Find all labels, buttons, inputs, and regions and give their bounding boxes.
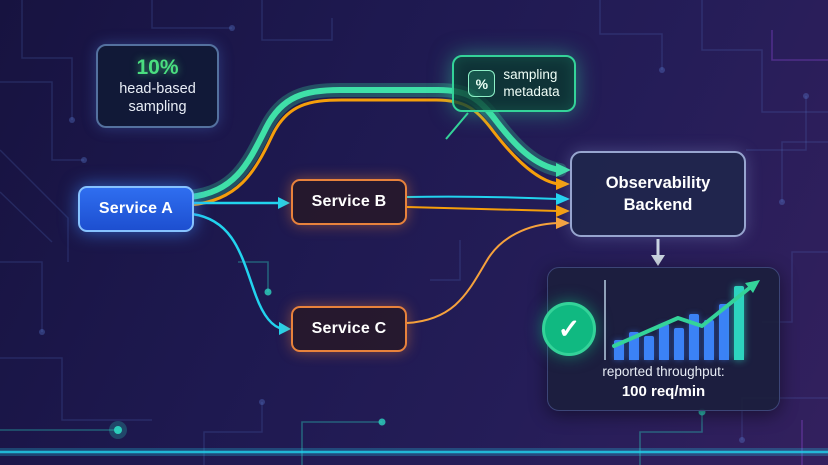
sampling-note-line1: head-based: [119, 80, 196, 97]
service-a-label: Service A: [98, 200, 174, 217]
arrowhead-orange-3: [556, 217, 570, 229]
throughput-chart: [604, 280, 766, 360]
link-b-backend-1: [406, 195, 559, 200]
throughput-value: 100 req/min: [621, 383, 706, 400]
head-based-sampling-note: 10% head-based sampling: [96, 44, 219, 128]
throughput-label: reported throughput:: [602, 364, 725, 379]
service-b-label: Service B: [311, 193, 387, 210]
service-a-node: Service A: [78, 186, 194, 232]
arrowhead-teal: [556, 193, 570, 205]
link-b-backend-2: [406, 206, 559, 212]
service-c-node: Service C: [291, 306, 407, 352]
chart-bar: [704, 320, 714, 360]
arrowhead-orange-1: [556, 178, 570, 190]
check-icon: ✓: [542, 302, 596, 356]
trend-arrow-icon: [612, 280, 760, 348]
chart-bar: [674, 328, 684, 360]
arrowhead-a-b: [278, 197, 290, 209]
arrowhead-green: [556, 163, 571, 177]
metadata-label-line1: sampling: [503, 66, 558, 82]
arrowhead-a-c: [279, 322, 291, 335]
link-a-c: [191, 212, 284, 331]
chart-bar: [689, 314, 699, 360]
sampling-metadata-badge: % sampling metadata: [452, 55, 576, 112]
metadata-label: sampling metadata: [503, 67, 559, 101]
chart-bar: [629, 332, 639, 360]
metadata-label-line2: metadata: [503, 83, 560, 99]
throughput-bars: [614, 282, 744, 360]
chart-bar: [734, 286, 744, 360]
link-c-backend: [406, 222, 559, 324]
chart-bar: [614, 340, 624, 360]
throughput-panel: ✓ reported throughput: 100 req/min: [542, 267, 780, 411]
service-c-label: Service C: [311, 320, 387, 337]
chart-bar: [644, 336, 654, 360]
chart-bar: [659, 324, 669, 360]
service-b-node: Service B: [291, 179, 407, 225]
percent-icon: %: [468, 70, 496, 97]
sampling-note-line2: sampling: [128, 99, 187, 116]
observability-backend-node: Observability Backend: [570, 151, 746, 237]
backend-label-line1: Observability: [605, 173, 711, 192]
backend-label-line2: Backend: [623, 196, 693, 214]
sampling-rate: 10%: [136, 55, 179, 79]
arrowhead-down: [651, 255, 665, 266]
arrowhead-orange-2: [556, 205, 570, 217]
chart-bar: [719, 304, 729, 360]
metadata-pointer: [445, 112, 469, 140]
